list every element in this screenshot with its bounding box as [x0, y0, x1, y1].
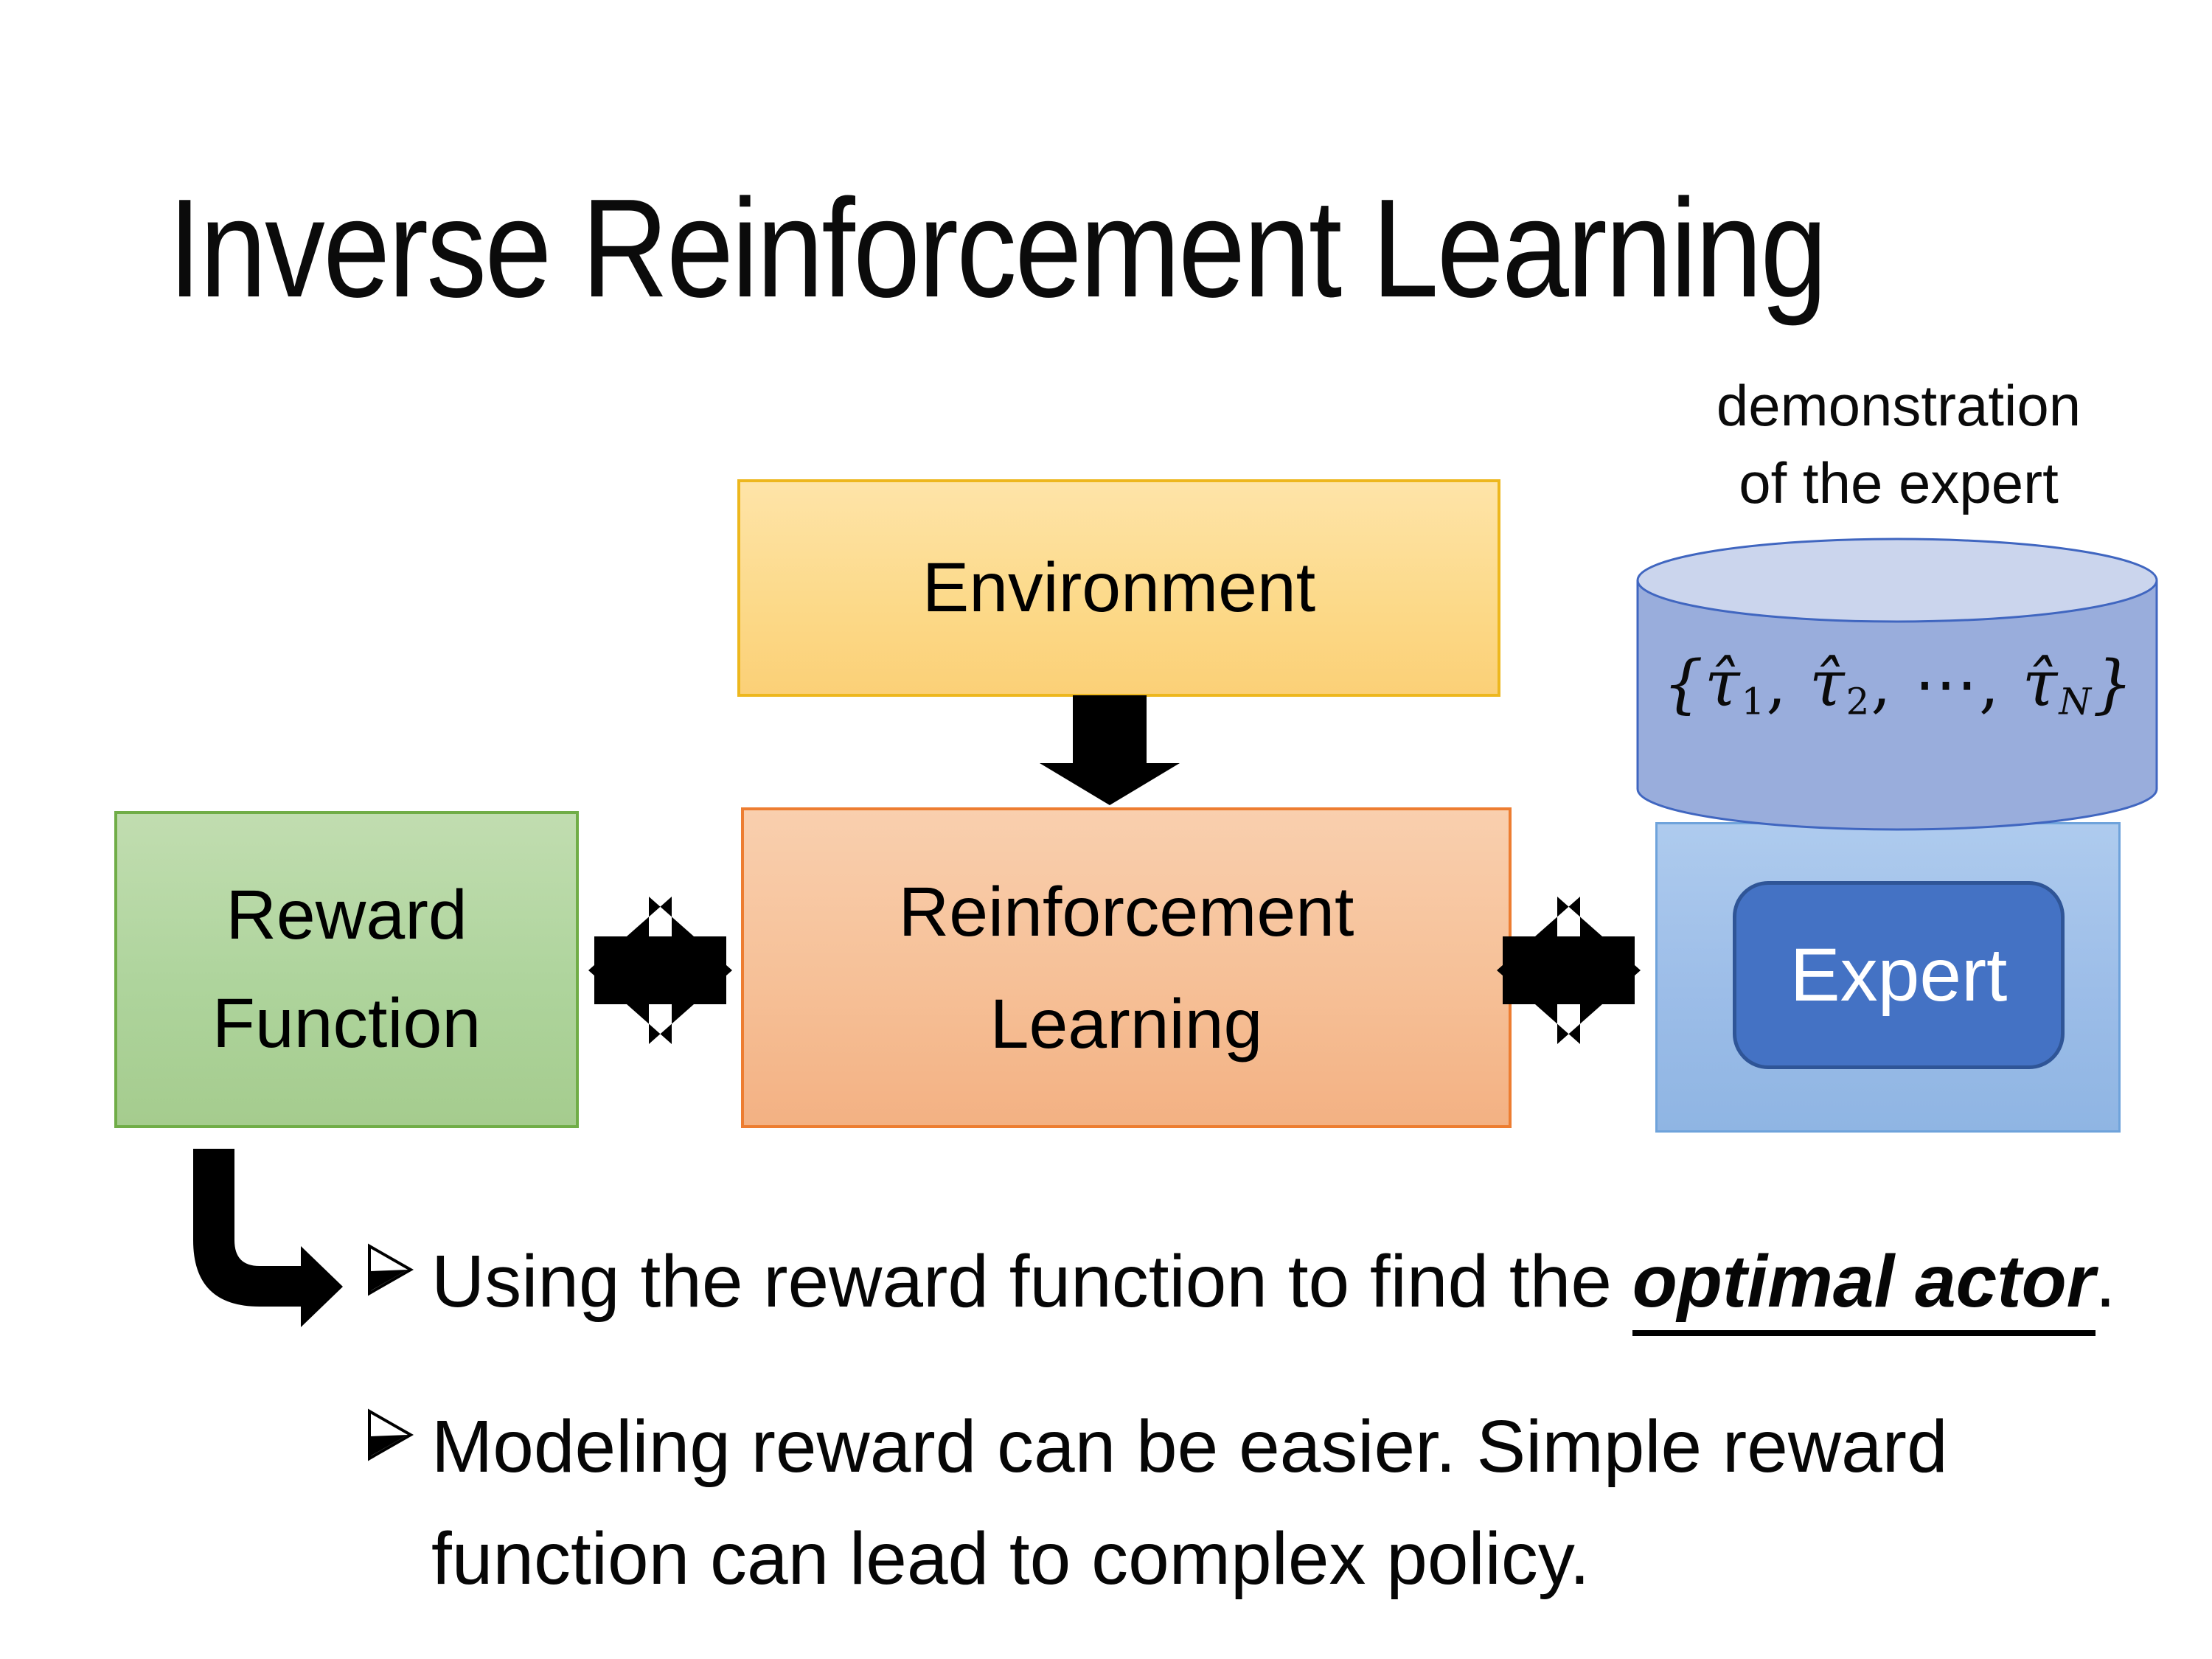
cylinder-top-ellipse — [1636, 538, 2158, 623]
formula-sep2: , — [1871, 647, 1915, 721]
reinforcement-learning-label-line1: Reinforcement — [898, 872, 1354, 951]
bullet-1-text: Using the reward function to find the op… — [431, 1225, 2115, 1338]
bullet-item-2: Modeling reward can be easier. Simple re… — [366, 1391, 2136, 1615]
formula-dots: ⋯ — [1914, 647, 1980, 721]
bullet-2-line1: Modeling reward can be easier. Simple re… — [431, 1405, 1948, 1488]
reward-function-box: Reward Function — [114, 811, 579, 1128]
reward-function-label-line1: Reward — [226, 875, 467, 954]
demonstration-cylinder-icon — [1636, 538, 2158, 831]
formula-sub2: 2 — [1846, 680, 1871, 723]
reinforcement-learning-label-line2: Learning — [990, 984, 1263, 1063]
cylinder-body — [1636, 580, 2158, 831]
double-arrow-band — [594, 936, 726, 1004]
demonstration-caption-line1: demonstration — [1716, 373, 2081, 438]
bullet-arrowhead-fill — [370, 1435, 408, 1456]
expert-box: Expert — [1733, 881, 2065, 1069]
reinforcement-learning-box: Reinforcement Learning — [741, 807, 1512, 1128]
bullet-1-emphasis: optimal actor — [1632, 1240, 2096, 1336]
down-arrow-shape — [1040, 695, 1180, 805]
formula-tauN: τ̂ — [2022, 647, 2059, 721]
arrowhead-bullet-icon — [366, 1391, 431, 1467]
right-double-arrow-icon — [1497, 897, 1641, 1044]
demonstration-caption: demonstration of the expert — [1607, 367, 2190, 523]
formula-open-brace: { — [1663, 647, 1705, 721]
formula-sub1: 1 — [1741, 680, 1767, 723]
environment-box: Environment — [737, 479, 1500, 697]
expert-label: Expert — [1790, 933, 2008, 1017]
demonstration-caption-line2: of the expert — [1739, 451, 2059, 516]
bullet-list: Using the reward function to find the op… — [366, 1225, 2136, 1659]
formula-subN: N — [2059, 680, 2093, 723]
down-arrow-icon — [1040, 695, 1180, 805]
bent-arrow-icon — [193, 1149, 343, 1327]
formula-tau1: τ̂ — [1705, 647, 1742, 721]
bullet-2-line2: function can lead to complex policy. — [431, 1517, 1590, 1600]
left-double-arrow-icon — [588, 897, 732, 1044]
bullet-arrowhead-fill — [370, 1270, 408, 1291]
double-arrow-band — [1503, 936, 1635, 1004]
bent-arrow-shape — [193, 1149, 343, 1327]
bullet-item-1: Using the reward function to find the op… — [366, 1225, 2136, 1338]
arrowhead-bullet-icon — [366, 1225, 431, 1301]
bullet-2-text: Modeling reward can be easier. Simple re… — [431, 1391, 1948, 1615]
formula-sep1: , — [1766, 647, 1810, 721]
formula-tau2: τ̂ — [1809, 647, 1846, 721]
formula-close-brace: } — [2092, 647, 2135, 721]
trajectory-formula: {τ̂1, τ̂2, ⋯, τ̂N} — [1652, 647, 2146, 723]
reward-function-label-line2: Function — [212, 984, 481, 1062]
environment-label: Environment — [922, 549, 1316, 627]
page-title: Inverse Reinforcement Learning — [168, 170, 1827, 327]
formula-sep3: , — [1979, 647, 2023, 721]
bullet-1-suffix: . — [2095, 1240, 2116, 1323]
bullet-1-prefix: Using the reward function to find the — [431, 1240, 1632, 1323]
